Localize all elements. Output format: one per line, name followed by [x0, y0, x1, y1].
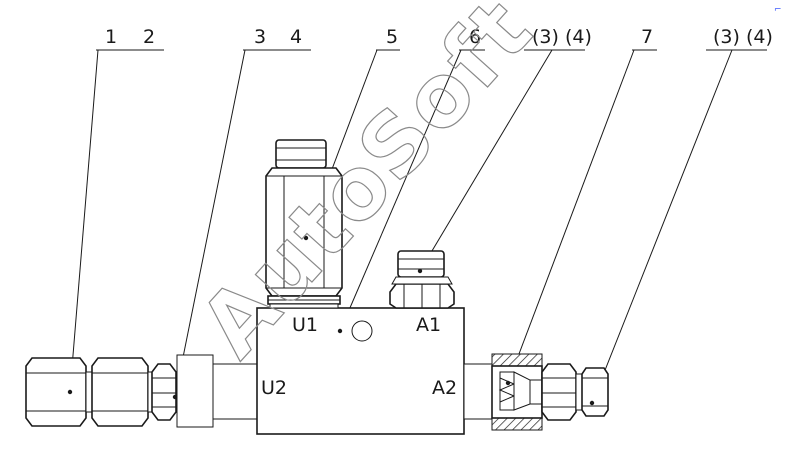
left-hose-fitting-outer [25, 357, 87, 427]
callout-4: 4 [290, 26, 302, 48]
callout-leader-6 [339, 49, 462, 332]
right-union-neck [575, 373, 583, 411]
leader-dot-7 [505, 380, 511, 386]
callout-leader-3-4-a1 [419, 49, 553, 272]
port-u2-label: U2 [261, 377, 287, 399]
callout-leader-7 [507, 49, 635, 384]
right-union-nut [541, 363, 577, 421]
a1-fitting-cap [397, 250, 445, 278]
callout-3-4-a2: (3) (4) [713, 26, 773, 48]
callout-leader-3-4 [174, 49, 246, 398]
callout-group-3-4-a1: (3) (4) [419, 26, 592, 272]
callout-1: 1 [105, 26, 117, 48]
top-cartridge-hex-body [265, 167, 343, 297]
check-valve-body [491, 353, 543, 431]
right-end-plug [581, 367, 609, 417]
callout-7: 7 [641, 26, 653, 48]
leader-dot-3-4-a1 [417, 268, 423, 274]
leader-dot-5 [303, 235, 309, 241]
leader-dot-3-4-a2 [589, 400, 595, 406]
callout-6: 6 [469, 26, 481, 48]
callout-2: 2 [143, 26, 155, 48]
callout-3: 3 [254, 26, 266, 48]
left-union-nut [151, 363, 178, 421]
callout-leader-1-2 [69, 49, 99, 393]
callout-leader-3-4-a2 [591, 49, 733, 404]
valve-mounting-hole [351, 320, 373, 342]
leader-dot-3-4 [172, 394, 178, 400]
a1-fitting-hex [389, 268, 455, 309]
leader-dot-1-2 [67, 389, 73, 395]
callout-group-7: 7 [507, 26, 657, 384]
port-a2-label: A2 [432, 377, 457, 399]
corner-mark: ⌐ [774, 5, 782, 15]
port-a1-label: A1 [416, 314, 441, 336]
callout-group-3-4-a2: (3) (4) [591, 26, 773, 404]
top-cartridge-washer [267, 295, 341, 309]
callout-3-4-a1: (3) (4) [532, 26, 592, 48]
callout-group-6: 6 [339, 26, 485, 332]
callout-group-1-2: 1 2 [69, 26, 164, 393]
leader-dot-6 [337, 328, 343, 334]
port-u1-label: U1 [292, 314, 318, 336]
callout-group-3-4: 3 4 [174, 26, 311, 398]
left-hose-fitting-inner [91, 357, 149, 427]
right-pipe-tail [463, 363, 493, 420]
callout-5: 5 [386, 26, 398, 48]
left-pipe-body [176, 354, 214, 428]
